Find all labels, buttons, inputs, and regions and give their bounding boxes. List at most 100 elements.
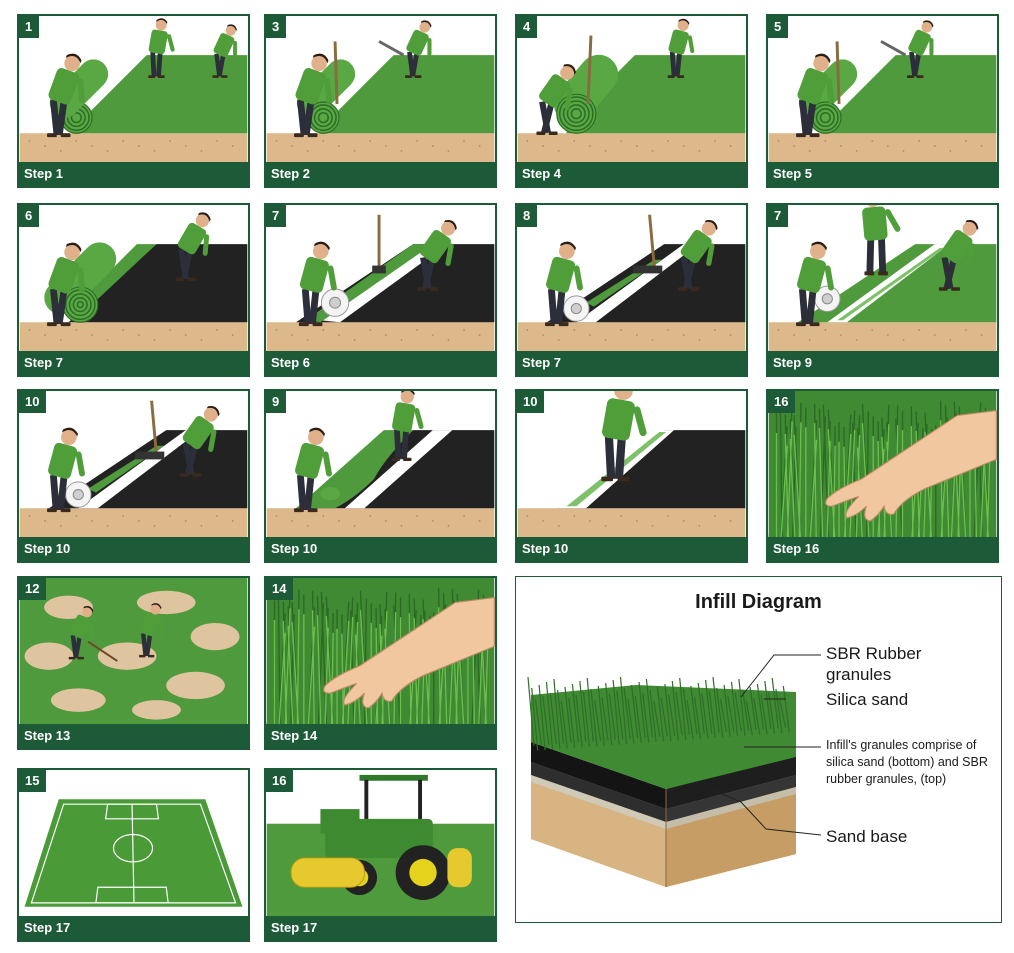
step-caption: Step 7 [517,351,746,375]
step-number-badge: 12 [19,578,47,600]
seam-tape [576,244,699,323]
step-number-badge: 16 [768,391,796,413]
step-caption: Step 5 [768,162,997,186]
worker-figure [47,53,85,138]
step-illustration [266,770,495,940]
turf-roll [556,93,597,134]
rubber-layer [531,742,666,809]
step-number-badge: 5 [768,16,789,38]
step-number-badge: 1 [19,16,40,38]
step-caption: Step 17 [19,916,248,940]
label-sand-base: Sand base [826,827,908,846]
worker-figure [938,219,979,291]
step-caption: Step 17 [266,916,495,940]
step-caption: Step 14 [266,724,495,748]
worker-figure [212,24,237,78]
worker-figure [298,241,337,327]
step-illustration [768,205,997,375]
step-caption: Step 4 [517,162,746,186]
worker-figure [47,427,85,513]
step-number-badge: 9 [266,391,287,413]
seam-tape-roll [563,295,590,322]
worker-figure [294,53,332,138]
step-illustration [768,391,997,561]
worker-figure [294,427,332,513]
step-caption: Step 10 [19,537,248,561]
hand-icon [825,409,997,522]
step-number-badge: 4 [517,16,538,38]
worker-figure [405,20,432,78]
silica-sand-layer [531,775,666,829]
step-illustration [517,391,746,561]
worker-figure [148,18,175,78]
sand-base-layer [531,782,666,887]
step-caption: Step 10 [517,537,746,561]
step-illustration [517,16,746,186]
tractor-icon [290,774,472,900]
step-illustration [19,391,248,561]
label-infill-note: Infill's granules comprise of silica san… [826,738,988,786]
seam-tape-roll [65,481,92,508]
turf-roll [809,101,842,134]
step-caption: Step 2 [266,162,495,186]
step-caption: Step 7 [19,351,248,375]
step-number-badge: 6 [19,205,40,227]
infill-diagram: Infill Diagram SBR Rubber granules Silic… [515,576,1002,923]
step-number-badge: 14 [266,578,294,600]
worker-figure [796,241,834,327]
step-caption: Step 16 [768,537,997,561]
step-number-badge: 8 [517,205,538,227]
worker-figure [47,242,85,327]
step-number-badge: 10 [19,391,47,413]
infill-cross-section [527,654,822,887]
worker-figure [601,391,647,482]
step-number-badge: 10 [517,391,545,413]
step-illustration [266,16,495,186]
step-number-badge: 7 [266,205,287,227]
seam-tape [78,430,201,509]
step-illustration [19,770,248,940]
infill-diagram-title: Infill Diagram [695,591,822,613]
worker-figure [796,53,834,138]
step-caption: Step 1 [19,162,248,186]
worker-figure [139,603,164,658]
step-illustration [19,578,248,748]
worker-figure [175,212,211,281]
step-illustration [19,16,248,186]
label-silica-sand: Silica sand [826,690,909,709]
step-caption: Step 6 [266,351,495,375]
seam-tape [320,244,448,323]
worker-figure [545,241,583,327]
step-illustration [266,578,495,748]
worker-figure [678,219,718,291]
seam-tape-roll [320,288,350,317]
worker-figure [907,20,934,78]
step-caption: Step 10 [266,537,495,561]
seam-tape [344,430,453,509]
turf-roll [307,101,340,134]
worker-figure [391,391,424,462]
step-number-badge: 3 [266,16,287,38]
worker-figure [68,605,94,660]
label-sbr-rubber: SBR Rubber granules [826,644,922,684]
step-number-badge: 16 [266,770,294,792]
step-caption: Step 9 [768,351,997,375]
step-illustration [768,16,997,186]
worker-figure [536,64,576,135]
step-number-badge: 7 [768,205,789,227]
